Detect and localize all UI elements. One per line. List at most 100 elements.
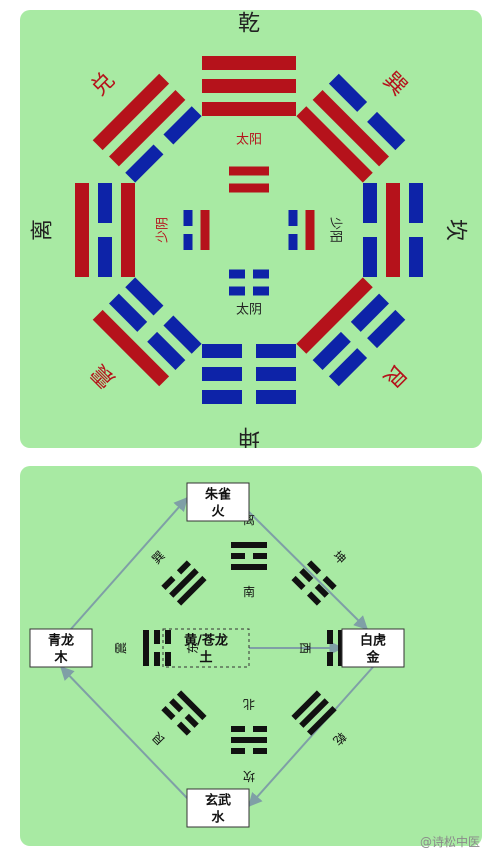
yin-line-left xyxy=(363,183,377,223)
bagua-diagram-panel: 乾巽坎艮坤震离兑太阳太阴少阴少阳 xyxy=(20,10,482,448)
yin-line-left xyxy=(306,560,322,575)
watermark-text: @诗松中医 xyxy=(419,835,480,849)
box-west-element: 木 xyxy=(53,650,68,666)
direction-label-dui: 西 xyxy=(298,642,312,654)
trigram-name-li: 离 xyxy=(31,219,56,241)
bagua-svg: 乾巽坎艮坤震离兑太阳太阴少阴少阳 xyxy=(31,12,468,449)
yin-line-left xyxy=(291,575,306,591)
yin-line-left xyxy=(125,144,164,183)
yang-line xyxy=(169,568,199,598)
yin-line-right xyxy=(367,111,406,151)
yin-line-left xyxy=(231,553,245,559)
yang-line xyxy=(229,183,269,193)
yin-line-right xyxy=(169,698,184,713)
yin-line-left xyxy=(256,367,296,381)
box-west: 青龙木 xyxy=(29,628,93,668)
yang-line xyxy=(92,73,170,151)
box-center: 黄/苍龙土 xyxy=(162,628,250,668)
symbol-shaoyang xyxy=(288,210,315,250)
yin-line-right xyxy=(176,560,192,575)
yin-line-left xyxy=(184,713,199,728)
yang-line xyxy=(121,183,135,277)
yang-line xyxy=(386,183,400,277)
symbol-shaoyin xyxy=(183,210,210,250)
yin-line-right xyxy=(229,286,245,296)
trigram-name-qian: 乾 xyxy=(238,12,260,37)
trigram-kun xyxy=(202,344,296,404)
trigram-name-gen: 艮 xyxy=(149,729,167,747)
yin-line-right xyxy=(231,748,245,754)
direction-label-zhen: 东 xyxy=(186,642,200,654)
yang-line xyxy=(108,89,186,167)
trigram-xun xyxy=(161,560,207,606)
yin-line-left xyxy=(256,344,296,358)
yin-line-left xyxy=(165,652,171,666)
yin-line-left xyxy=(367,309,406,349)
yang-line xyxy=(200,210,210,250)
yin-line-right xyxy=(328,348,368,387)
yang-line xyxy=(305,210,315,250)
yang-line xyxy=(299,698,329,728)
yin-line-right xyxy=(229,269,245,279)
yin-line-left xyxy=(409,183,423,223)
yin-line-right xyxy=(125,277,164,316)
yang-line xyxy=(202,79,296,93)
trigram-name-qian: 乾 xyxy=(330,729,348,747)
yang-line xyxy=(229,166,269,176)
cycle-arrow xyxy=(70,496,188,630)
box-north: 朱雀火 xyxy=(186,482,250,522)
yin-line-right xyxy=(409,237,423,277)
box-south-title: 玄武 xyxy=(205,793,231,809)
trigram-name-kun: 坤 xyxy=(330,548,349,567)
yin-line-right xyxy=(231,726,245,732)
yang-line xyxy=(306,705,337,736)
yin-line-right xyxy=(306,591,322,606)
yin-line-right xyxy=(327,652,333,666)
box-east: 白虎金 xyxy=(341,628,405,668)
trigram-li xyxy=(75,183,135,277)
trigram-kun xyxy=(291,560,337,606)
trigram-name-dui: 兑 xyxy=(87,68,120,101)
cycle-arrow xyxy=(248,511,368,630)
trigram-name-gen: 艮 xyxy=(378,359,411,392)
yin-line-right xyxy=(98,183,112,223)
yin-line-left xyxy=(147,331,186,371)
yang-line xyxy=(296,277,373,354)
yin-line-left xyxy=(256,390,296,404)
trigram-zhen xyxy=(92,277,202,387)
yin-line-left xyxy=(183,234,193,250)
yin-line-left xyxy=(350,293,390,332)
trigram-gen xyxy=(161,690,207,736)
symbol-name-shaoyin: 少阴 xyxy=(156,217,171,243)
trigram-li xyxy=(231,542,267,570)
yin-line-right xyxy=(253,553,267,559)
yang-line xyxy=(312,89,390,167)
symbol-taiyang xyxy=(229,166,269,193)
yang-line xyxy=(143,630,149,666)
trigram-kan xyxy=(231,726,267,754)
yin-line-left xyxy=(154,652,160,666)
trigram-name-xun: 巽 xyxy=(149,548,167,566)
trigram-dui xyxy=(92,73,202,183)
yin-line-right xyxy=(312,331,351,371)
yin-line-left xyxy=(253,726,267,732)
trigram-zhen xyxy=(143,630,171,666)
symbol-name-taiyin: 太阴 xyxy=(236,303,262,318)
symbol-name-shaoyang: 少阳 xyxy=(328,217,343,243)
yin-line-right xyxy=(202,367,242,381)
yin-line-right xyxy=(322,575,337,591)
direction-label-li: 南 xyxy=(243,584,255,599)
box-north-title: 朱雀 xyxy=(204,487,231,503)
yin-line-right xyxy=(202,344,242,358)
yin-line-left xyxy=(176,721,192,736)
direction-label-kan: 北 xyxy=(243,697,255,711)
box-east-title: 白虎 xyxy=(360,633,386,649)
box-north-element: 火 xyxy=(211,505,225,520)
yin-line-left xyxy=(161,575,176,591)
trigram-name-zhen: 震 xyxy=(87,359,120,392)
box-center-element: 土 xyxy=(199,650,212,666)
yin-line-right xyxy=(154,630,160,644)
box-south-element: 水 xyxy=(211,810,225,826)
